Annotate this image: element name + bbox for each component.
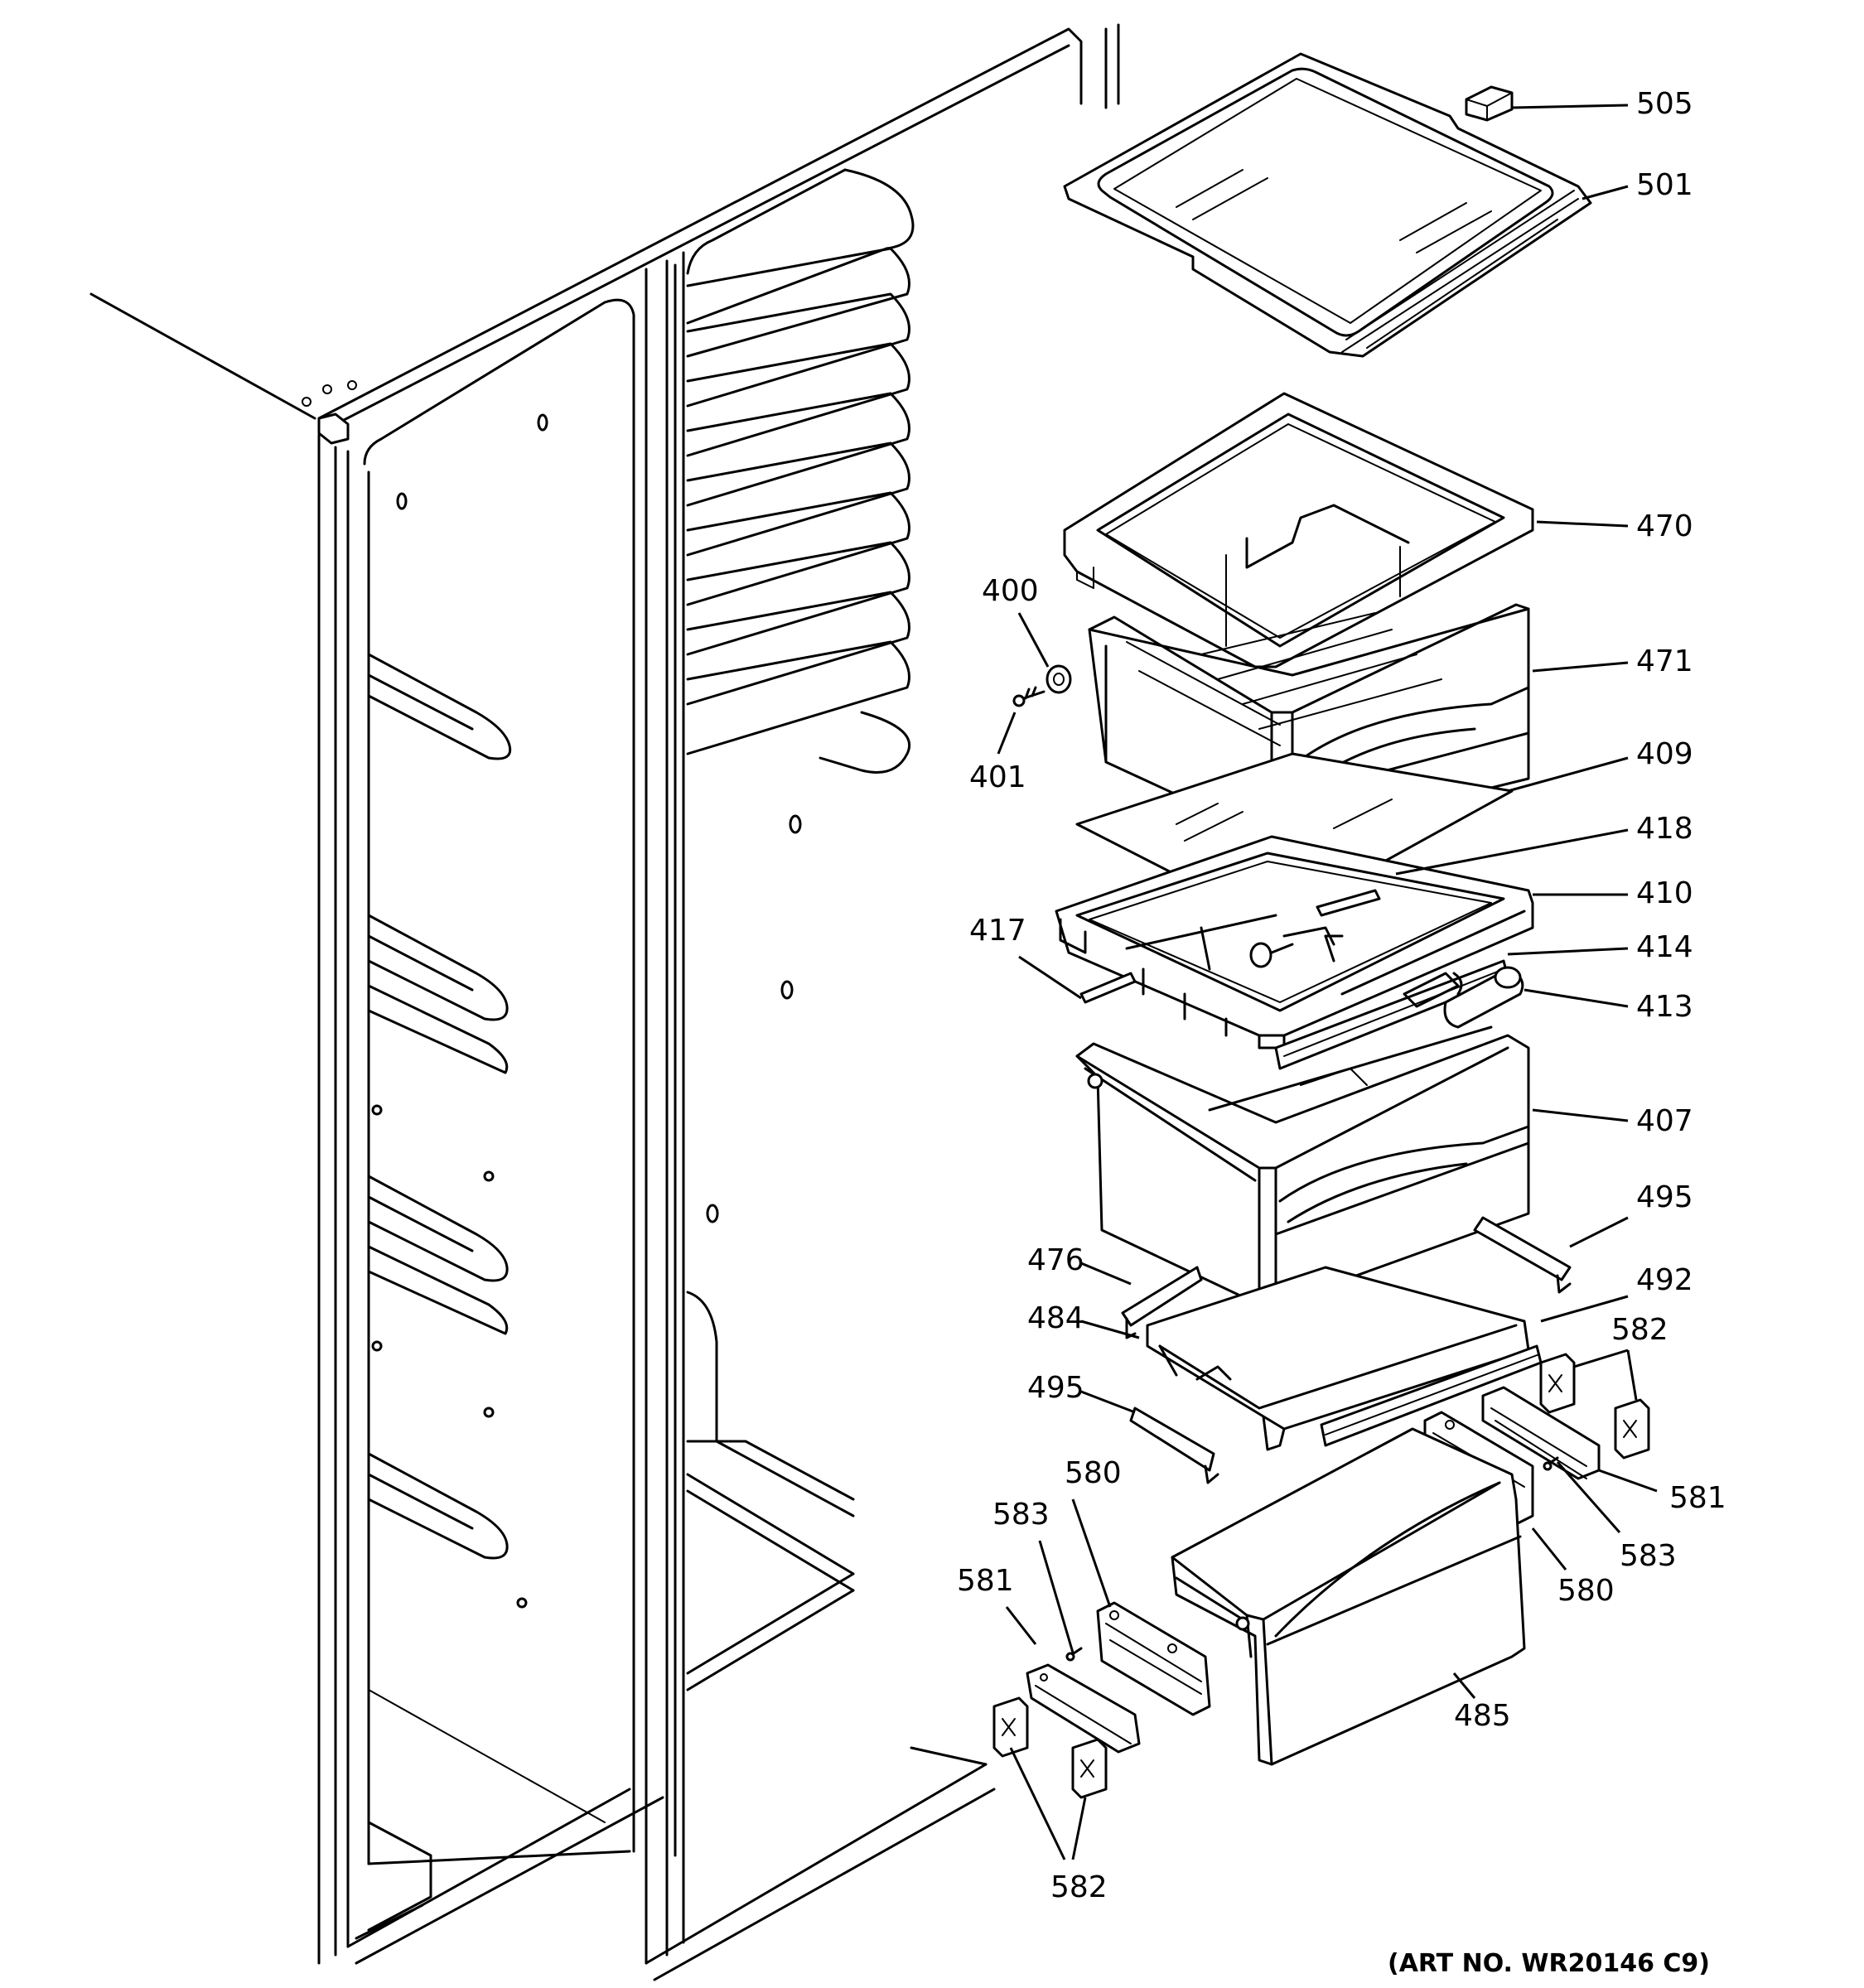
callout-582-upper: 582	[1611, 1313, 1668, 1347]
callout-495-lower: 495	[1027, 1371, 1084, 1405]
callout-410: 410	[1636, 876, 1693, 910]
callout-505: 505	[1636, 87, 1693, 121]
part-583-screw-right	[1543, 1456, 1559, 1471]
callout-495-upper: 495	[1636, 1180, 1693, 1214]
callout-417: 417	[969, 914, 1026, 948]
part-470-crisper-cover	[1063, 392, 1534, 668]
callout-581-right: 581	[1669, 1481, 1726, 1515]
part-505-shelf-clip	[1465, 85, 1514, 122]
part-413-control	[1403, 966, 1524, 1029]
part-495-rail-lower	[1129, 1407, 1219, 1484]
callout-409: 409	[1636, 737, 1693, 771]
part-582-clip-upper-2	[1614, 1398, 1650, 1460]
callout-407: 407	[1636, 1104, 1693, 1138]
part-407-crisper-drawer	[1075, 1025, 1530, 1306]
callout-581-left: 581	[957, 1564, 1014, 1598]
part-418-rod	[1316, 889, 1381, 917]
part-484-pan-cover	[1146, 1266, 1530, 1451]
callout-470: 470	[1636, 509, 1693, 543]
part-581-slide-left	[1026, 1663, 1141, 1754]
callout-labels: 505 501 470 400 471 401 409 418 410 417 …	[957, 87, 1726, 1904]
callout-582-lower: 582	[1050, 1870, 1108, 1904]
part-400-bumper	[1045, 664, 1072, 694]
part-501-glass-shelf	[1063, 52, 1592, 358]
part-417-slide	[1079, 972, 1137, 1004]
callout-580-left: 580	[1065, 1456, 1122, 1490]
callout-583-right: 583	[1620, 1539, 1677, 1573]
part-582-clip-upper-1	[1539, 1353, 1576, 1414]
part-485-pan	[1171, 1427, 1526, 1766]
callout-471: 471	[1636, 644, 1693, 678]
leader-lines	[997, 104, 1658, 1860]
callout-492: 492	[1636, 1263, 1693, 1297]
callout-476: 476	[1027, 1243, 1084, 1277]
part-582-clip-lower-2	[1071, 1738, 1108, 1799]
part-580-bracket-left	[1096, 1601, 1211, 1716]
part-495-rail-upper	[1473, 1216, 1572, 1294]
callout-484: 484	[1027, 1301, 1084, 1335]
callout-485: 485	[1454, 1699, 1511, 1733]
callout-401: 401	[969, 760, 1026, 794]
callout-583-left: 583	[992, 1498, 1050, 1532]
part-401-screw	[1012, 686, 1045, 707]
callout-418: 418	[1636, 812, 1693, 846]
callout-501: 501	[1636, 168, 1693, 202]
part-582-clip-lower-1	[992, 1696, 1029, 1758]
callout-414: 414	[1636, 930, 1693, 964]
callout-400: 400	[982, 574, 1039, 608]
part-583-screw-left	[1065, 1647, 1083, 1662]
refrigerator-cabinet	[89, 23, 1120, 1981]
art-number: (ART NO. WR20146 C9)	[1388, 1949, 1710, 1978]
callout-580-right: 580	[1557, 1574, 1615, 1608]
callout-413: 413	[1636, 990, 1693, 1024]
